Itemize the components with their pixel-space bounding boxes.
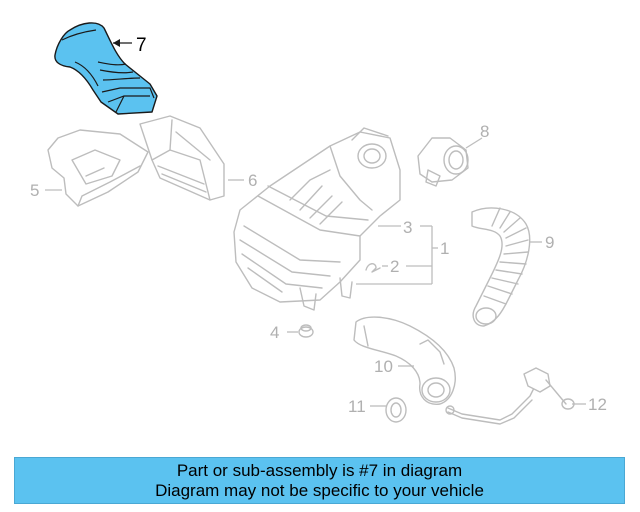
part-6-box-duct[interactable] [139, 115, 225, 201]
air-filter-housing[interactable] [233, 127, 401, 311]
leader-8 [465, 137, 483, 149]
callout-7[interactable]: 7 [136, 35, 147, 56]
part-7-intake-duct[interactable] [54, 22, 158, 115]
callout-6[interactable]: 6 [248, 171, 257, 190]
callout-5[interactable]: 5 [30, 181, 39, 200]
callout-11[interactable]: 11 [348, 397, 366, 416]
part-4-grommet[interactable] [298, 324, 314, 338]
callout-3[interactable]: 3 [403, 218, 412, 237]
callout-1[interactable]: 1 [440, 239, 449, 258]
part-12-breather-tube[interactable] [445, 367, 575, 425]
callout-9[interactable]: 9 [545, 233, 554, 252]
part-11-clamp[interactable] [385, 397, 407, 423]
part-10-intake-elbow[interactable] [353, 316, 456, 405]
callout-8[interactable]: 8 [480, 122, 489, 141]
part-8-airflow-sensor[interactable] [417, 137, 469, 187]
part-9-corrugated-hose[interactable] [471, 207, 531, 327]
banner-line-2: Diagram may not be specific to your vehi… [155, 480, 484, 500]
part-2-clip[interactable] [365, 263, 381, 273]
info-banner: Part or sub-assembly is #7 in diagram Di… [14, 457, 625, 504]
leader-7-arrow [113, 39, 120, 47]
callout-4[interactable]: 4 [270, 323, 279, 342]
callout-12[interactable]: 12 [588, 395, 607, 414]
callout-2[interactable]: 2 [390, 257, 399, 276]
banner-line-1: Part or sub-assembly is #7 in diagram [176, 460, 463, 480]
callout-10[interactable]: 10 [374, 357, 393, 376]
callout-bracket-1 [356, 225, 438, 285]
part-5-panel[interactable] [47, 129, 149, 207]
